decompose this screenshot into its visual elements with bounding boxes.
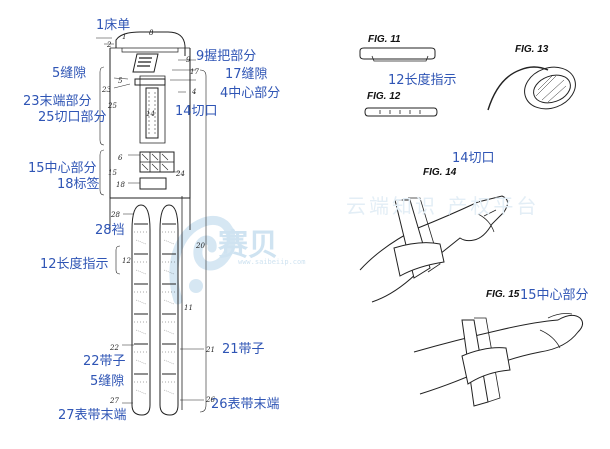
fig14-drawing — [359, 195, 508, 303]
label-strap-21: 21带子 — [222, 342, 265, 357]
ref-8: 8 — [149, 29, 154, 37]
label-strap-end-27: 27表带末端 — [58, 408, 127, 423]
main-strap-drawing — [96, 31, 207, 416]
label-tag-18: 18标签 — [57, 177, 100, 192]
label-cut-14-right: 14切口 — [452, 151, 495, 166]
ref-6: 6 — [118, 154, 123, 162]
ref-5: 5 — [118, 77, 123, 85]
label-strap-22: 22带子 — [83, 354, 126, 369]
fig13-drawing — [487, 66, 576, 111]
ref-21: 21 — [206, 346, 215, 354]
label-slit-5: 5缝隙 — [52, 66, 87, 81]
label-length-indicator-12: 12长度指示 — [40, 257, 109, 272]
ref-15: 15 — [108, 169, 117, 177]
ref-17: 17 — [190, 68, 199, 76]
ref-11: 11 — [184, 304, 193, 312]
ref-26: 26 — [206, 396, 215, 404]
fig11-title: FIG. 11 — [368, 34, 401, 45]
ref-2: 2 — [107, 41, 112, 49]
label-crotch-28: 28裆 — [95, 223, 125, 238]
fig11-drawing — [359, 47, 436, 62]
ref-9: 9 — [186, 56, 191, 64]
ref-28: 28 — [111, 211, 120, 219]
label-length-indicator-12-right: 12长度指示 — [388, 73, 457, 88]
ref-18: 18 — [116, 181, 125, 189]
ref-14: 14 — [146, 110, 155, 118]
label-slit-5-lower: 5缝隙 — [90, 374, 125, 389]
watermark-tagline: 云端知识 产权平台 — [346, 194, 540, 218]
label-center-part-15-right: 15中心部分 — [520, 288, 589, 303]
ref-20: 20 — [196, 242, 205, 250]
ref-22: 22 — [110, 344, 119, 352]
label-center-part-15: 15中心部分 — [28, 161, 97, 176]
ref-27: 27 — [110, 397, 119, 405]
fig13-title: FIG. 13 — [515, 44, 549, 55]
fig14-title: FIG. 14 — [423, 167, 457, 178]
ref-24: 24 — [176, 170, 185, 178]
label-slit-17: 17缝隙 — [225, 67, 268, 82]
ref-4: 4 — [192, 88, 197, 96]
fig12-title: FIG. 12 — [367, 91, 401, 102]
ref-23: 23 — [102, 86, 111, 94]
watermark-brand: 赛贝 — [218, 228, 278, 263]
ref-12: 12 — [122, 257, 131, 265]
ref-25: 25 — [108, 102, 117, 110]
label-center-part-4: 4中心部分 — [220, 86, 281, 101]
watermark-url: www.saibeiip.com — [238, 258, 306, 266]
label-cut-part-25: 25切口部分 — [38, 110, 107, 125]
label-end-part-23: 23末端部分 — [23, 94, 92, 109]
label-strap-end-26: 26表带末端 — [211, 397, 280, 412]
label-bedsheet: 1床单 — [96, 18, 131, 33]
ref-1: 1 — [122, 33, 127, 41]
label-cut-14: 14切口 — [175, 104, 218, 119]
fig12-drawing — [364, 107, 438, 117]
fig15-title: FIG. 15 — [486, 289, 520, 300]
label-grip-part: 9握把部分 — [196, 49, 257, 64]
fig15-drawing — [413, 313, 584, 407]
brand-watermark-logo — [169, 215, 236, 305]
